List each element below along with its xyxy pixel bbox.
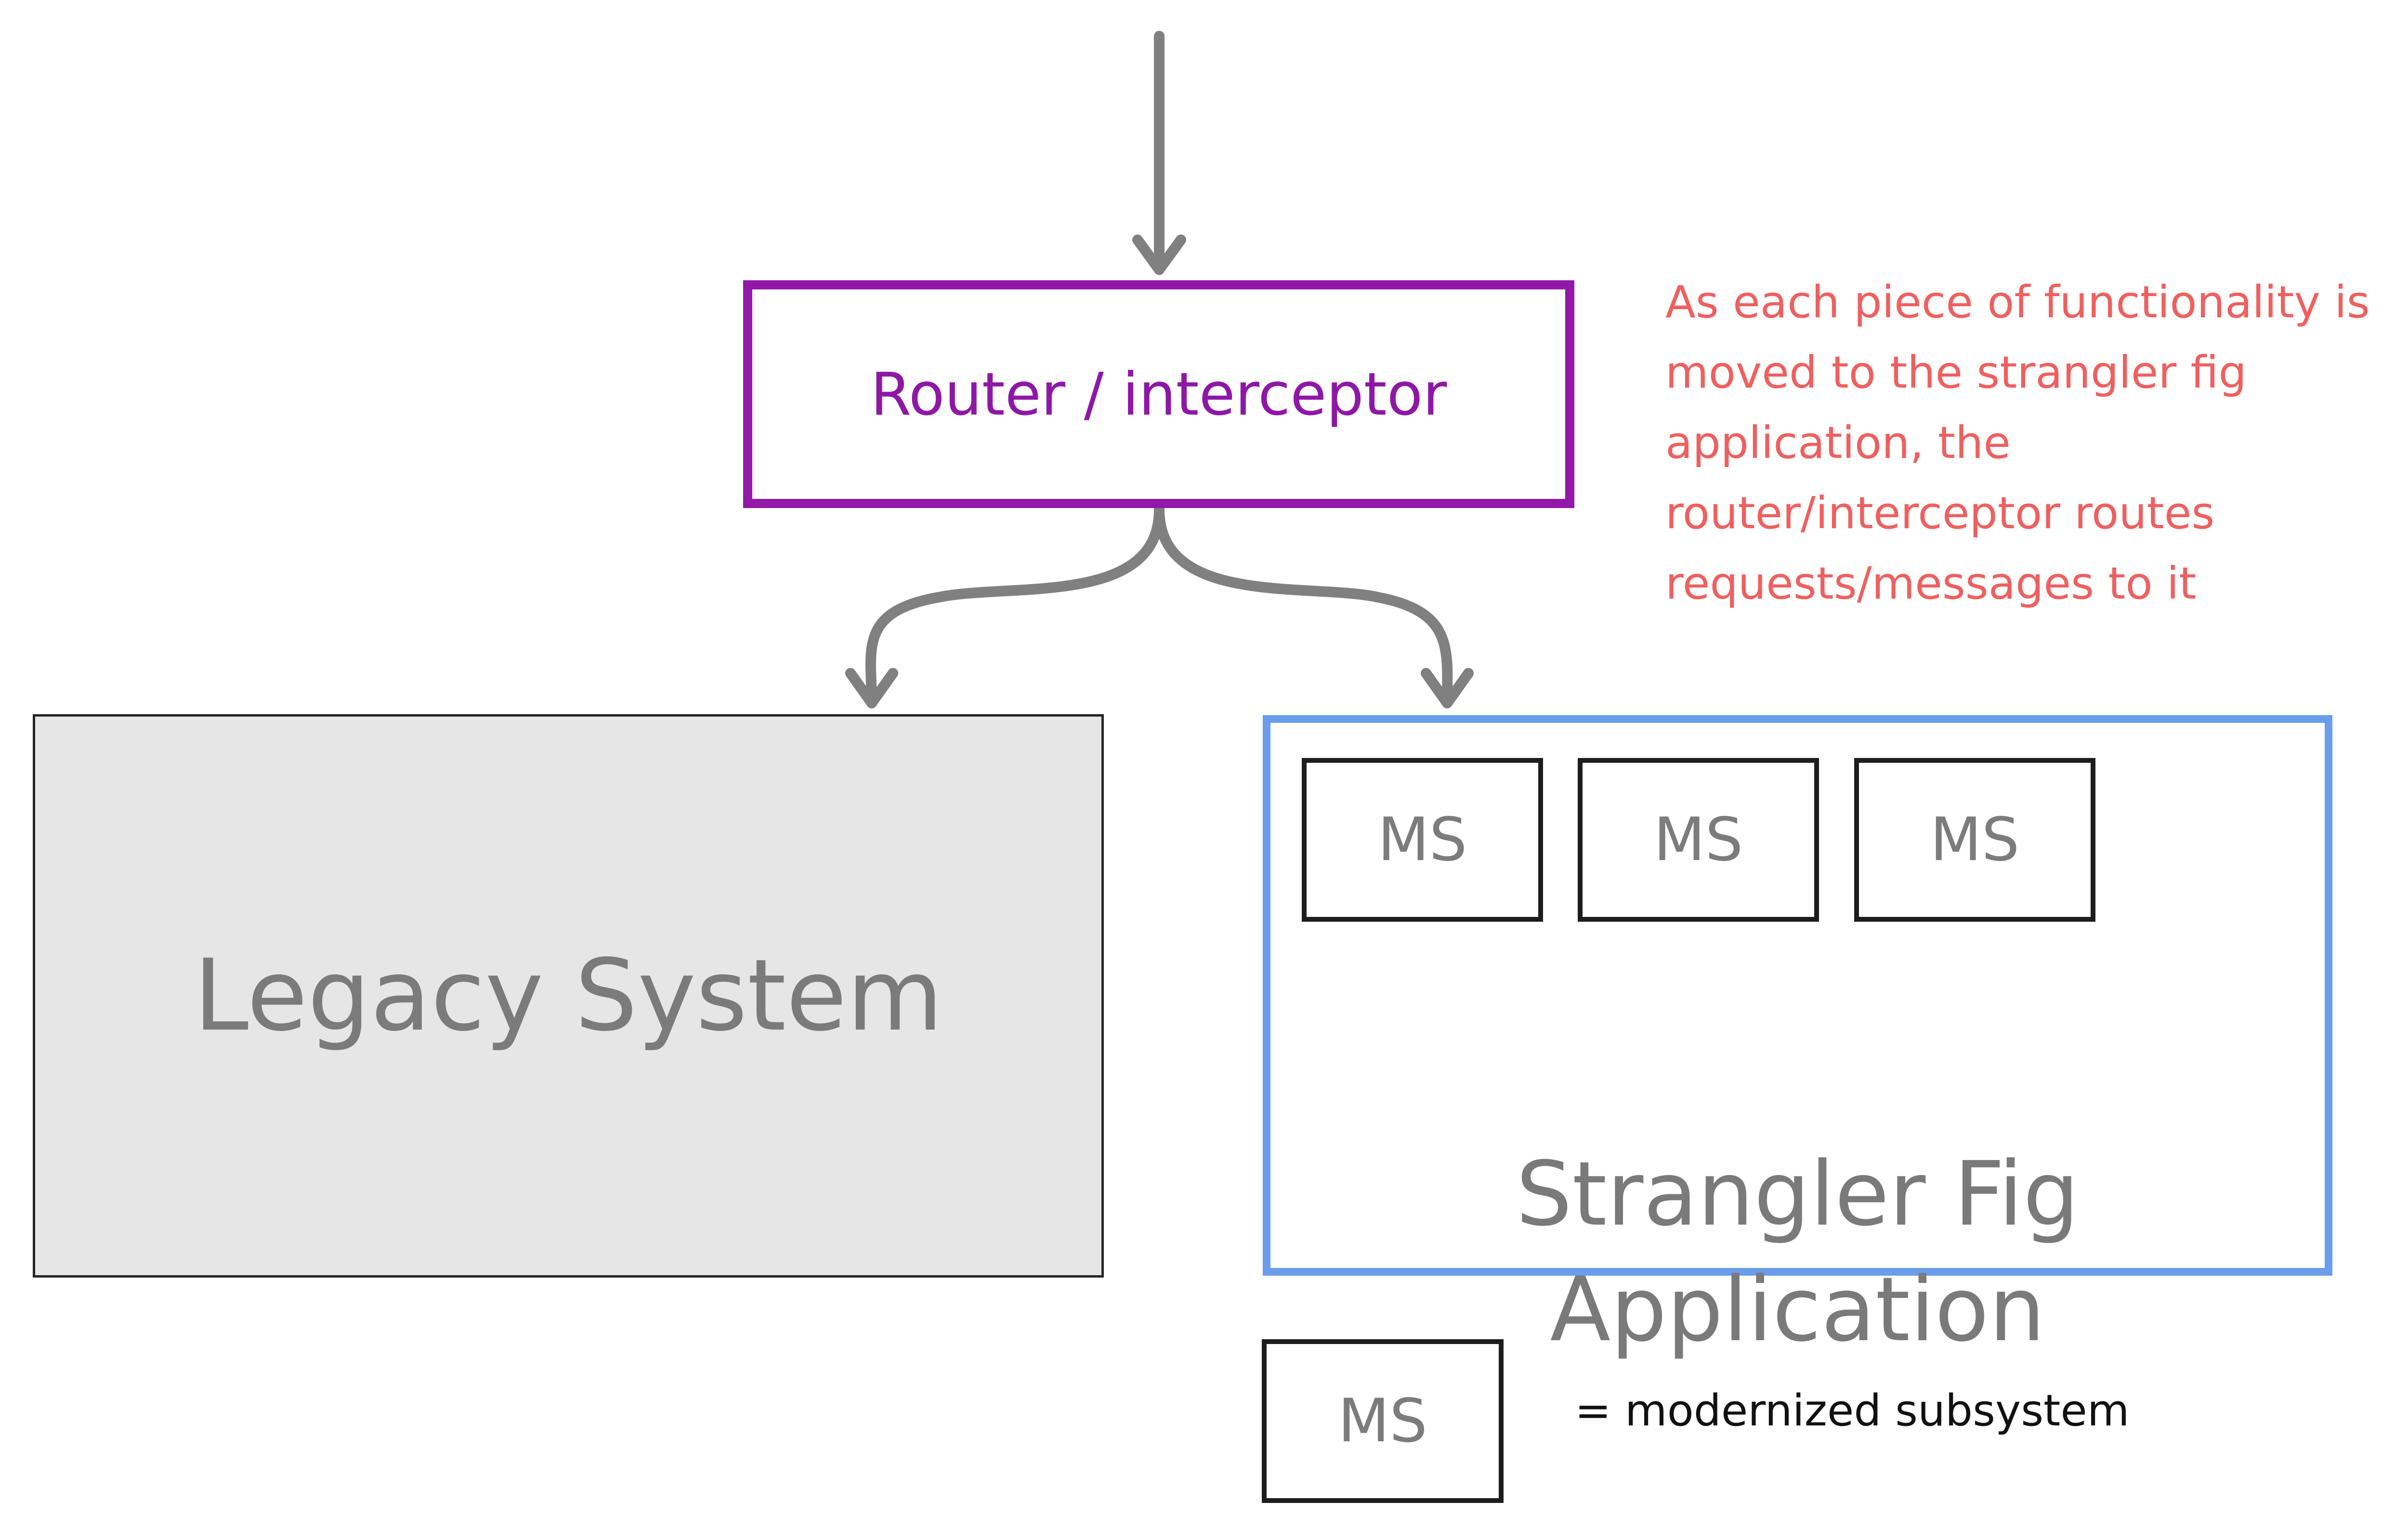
legend-description: = modernized subsystem	[1575, 1385, 2130, 1436]
strangler-fig-application-box	[1263, 715, 2332, 1276]
arrow-to-legacy-line	[865, 504, 1165, 708]
incoming-arrowhead	[1132, 235, 1186, 275]
routing-note-line-5: requests/messages to it	[1665, 558, 2197, 609]
ms-label-1: MS	[1377, 805, 1467, 875]
legacy-system-label: Legacy System	[193, 939, 943, 1053]
arrow-to-legacy-head	[845, 668, 898, 708]
router-label: Router / interceptor	[870, 360, 1447, 429]
ms-box-2: MS	[1578, 758, 1819, 922]
routing-note-line-1: As each piece of functionality is	[1665, 276, 2370, 328]
legacy-system-box: Legacy System	[33, 714, 1104, 1278]
strangler-fig-application-label: Strangler Fig Application	[1516, 1143, 2080, 1361]
arrow-to-strangler-line	[1154, 504, 1453, 708]
ms-label-3: MS	[1930, 805, 2020, 875]
ms-label-2: MS	[1653, 805, 1743, 875]
router-interceptor-box: Router / interceptor	[743, 280, 1574, 508]
arrow-to-strangler-head	[1421, 668, 1474, 708]
legend-ms-label: MS	[1338, 1386, 1427, 1456]
routing-note-line-2: moved to the strangler fig	[1665, 347, 2247, 398]
routing-note: As each piece of functionality is moved …	[1665, 267, 2408, 619]
ms-box-3: MS	[1854, 758, 2095, 922]
routing-note-line-3: application, the	[1665, 417, 2011, 469]
routing-note-line-4: router/interceptor routes	[1665, 487, 2215, 539]
legend-ms-box: MS	[1262, 1339, 1504, 1503]
ms-box-1: MS	[1302, 758, 1543, 922]
strangler-label-row: Strangler Fig Application	[1263, 0, 2332, 1528]
